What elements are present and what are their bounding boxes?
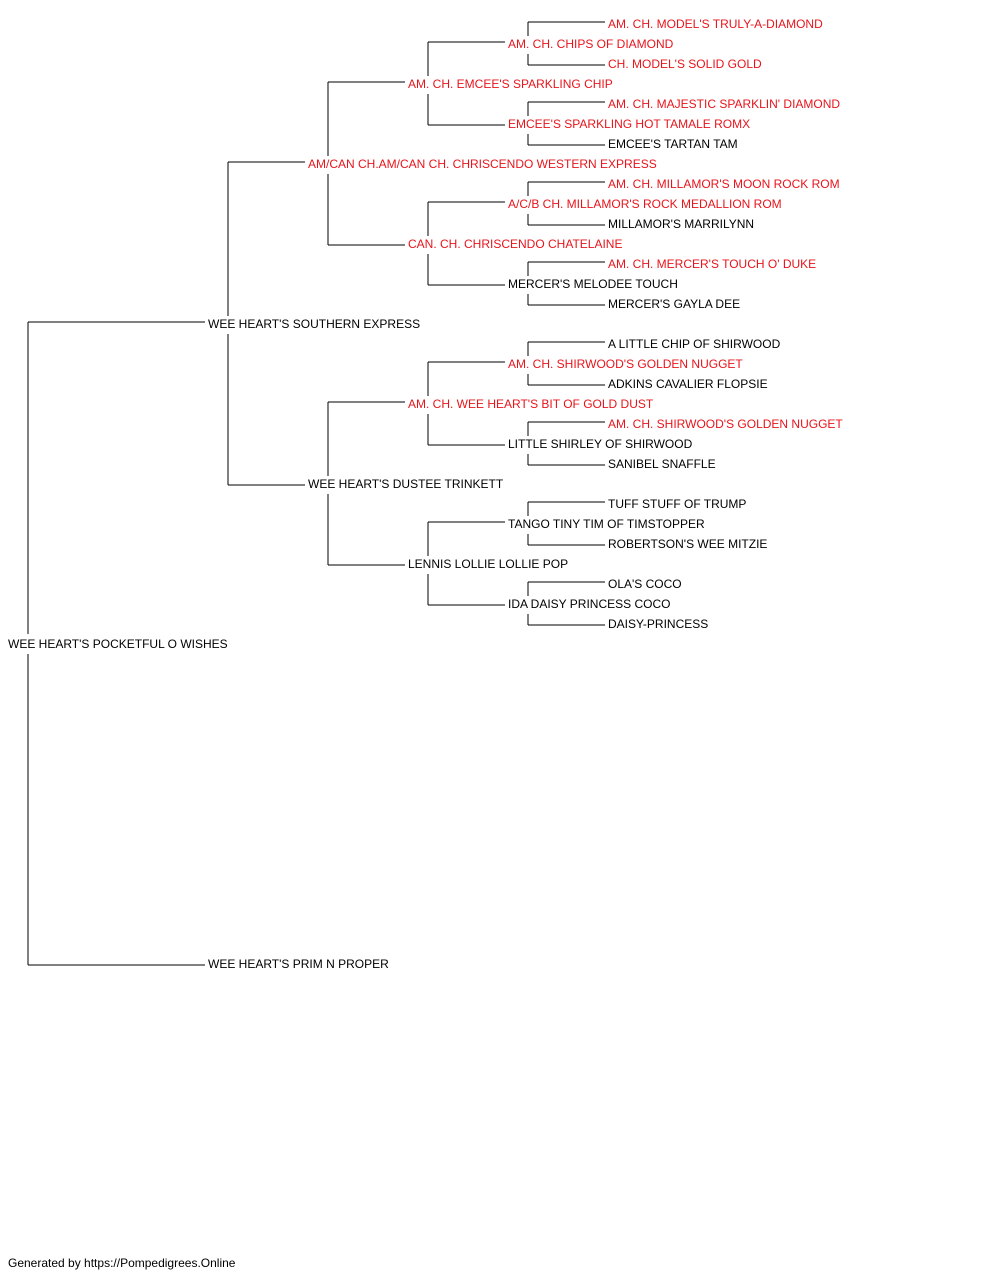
gen3-name-2: WEE HEART'S DUSTEE TRINKETT [308,477,504,491]
gen4-name-4: LENNIS LOLLIE LOLLIE POP [408,557,568,571]
gen6-name-5: AM. CH. MILLAMOR'S MOON ROCK ROM [608,177,840,191]
gen4-name-2: CAN. CH. CHRISCENDO CHATELAINE [408,237,622,251]
generated-by-footer: Generated by https://Pompedigrees.Online [8,1256,236,1270]
gen6-name-12: SANIBEL SNAFFLE [608,457,716,471]
gen5-name-7: TANGO TINY TIM OF TIMSTOPPER [508,517,705,531]
gen5-name-3: A/C/B CH. MILLAMOR'S ROCK MEDALLION ROM [508,197,782,211]
gen6-name-2: CH. MODEL'S SOLID GOLD [608,57,762,71]
gen6-name-11: AM. CH. SHIRWOOD'S GOLDEN NUGGET [608,417,843,431]
dam-name: WEE HEART'S PRIM N PROPER [208,957,389,971]
sire-name: WEE HEART'S SOUTHERN EXPRESS [208,317,420,331]
pedigree-tree: WEE HEART'S POCKETFUL O WISHES WEE HEART'… [8,17,843,971]
gen6-name-9: A LITTLE CHIP OF SHIRWOOD [608,337,781,351]
gen6-name-3: AM. CH. MAJESTIC SPARKLIN' DIAMOND [608,97,840,111]
gen5-name-5: AM. CH. SHIRWOOD'S GOLDEN NUGGET [508,357,743,371]
gen6-name-7: AM. CH. MERCER'S TOUCH O' DUKE [608,257,816,271]
gen5-name-6: LITTLE SHIRLEY OF SHIRWOOD [508,437,693,451]
gen3-name-1: AM/CAN CH.AM/CAN CH. CHRISCENDO WESTERN … [308,157,657,171]
gen5-name-1: AM. CH. CHIPS OF DIAMOND [508,37,674,51]
subject-name: WEE HEART'S POCKETFUL O WISHES [8,637,228,651]
gen5-name-4: MERCER'S MELODEE TOUCH [508,277,678,291]
gen6-name-10: ADKINS CAVALIER FLOPSIE [608,377,768,391]
gen4-name-1: AM. CH. EMCEE'S SPARKLING CHIP [408,77,613,91]
gen4-name-3: AM. CH. WEE HEART'S BIT OF GOLD DUST [408,397,654,411]
gen6-name-1: AM. CH. MODEL'S TRULY-A-DIAMOND [608,17,823,31]
gen6-name-15: OLA'S COCO [608,577,682,591]
gen6-name-14: ROBERTSON'S WEE MITZIE [608,537,767,551]
gen6-name-16: DAISY-PRINCESS [608,617,708,631]
gen5-name-8: IDA DAISY PRINCESS COCO [508,597,671,611]
gen6-name-13: TUFF STUFF OF TRUMP [608,497,746,511]
gen6-name-8: MERCER'S GAYLA DEE [608,297,740,311]
gen5-name-2: EMCEE'S SPARKLING HOT TAMALE ROMX [508,117,750,131]
gen6-name-4: EMCEE'S TARTAN TAM [608,137,738,151]
gen6-name-6: MILLAMOR'S MARRILYNN [608,217,754,231]
